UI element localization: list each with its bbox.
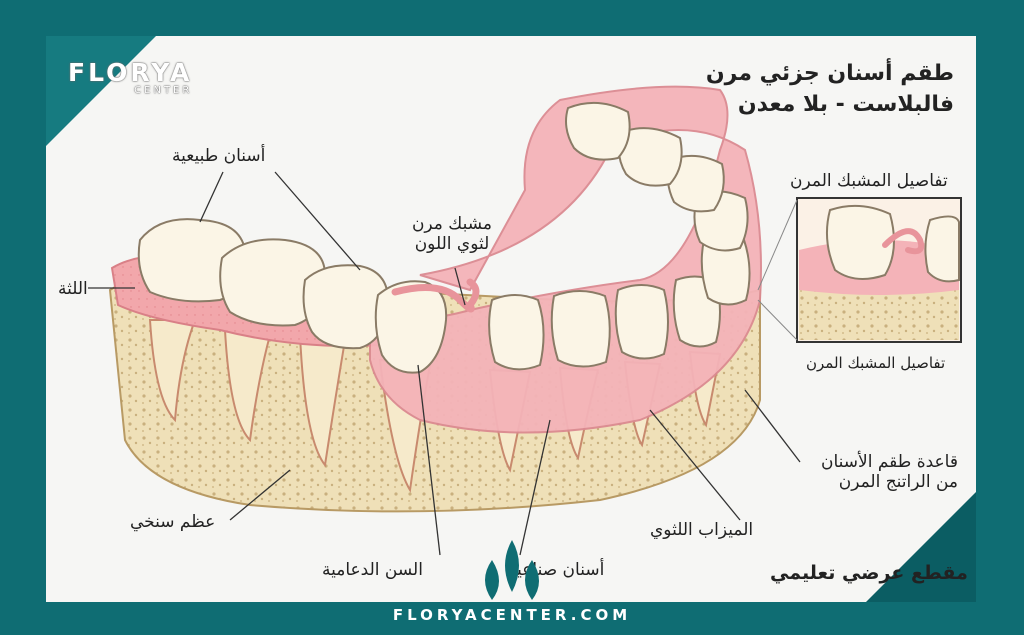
flexible-clasp [391, 278, 480, 313]
artificial-teeth [488, 101, 751, 371]
label-artificial-teeth: أسنان صناعية [508, 560, 605, 580]
label-denture-base-line-1: قاعدة طقم الأسنان [821, 452, 958, 472]
label-denture-base: قاعدة طقم الأسنان من الراتنج المرن [798, 452, 958, 492]
brand-logo: FLORYA CENTER [68, 58, 192, 96]
label-clasp-details-bottom: تفاصيل المشبك المرن [806, 354, 946, 372]
label-denture-base-line-2: من الراتنج المرن [838, 472, 958, 492]
label-abutment-tooth: السن الدعامية [322, 560, 423, 580]
inset-art [799, 204, 960, 340]
title-line-1: طقم أسنان جزئي مرن [705, 61, 954, 86]
label-clasp: مشبك مرن لثوي اللون [392, 214, 512, 254]
corner-decoration-top-left [46, 36, 156, 146]
footer-url: FLORYACENTER.COM [392, 606, 632, 624]
label-clasp-line-1: مشبك مرن [411, 214, 493, 234]
label-clasp-details-top: تفاصيل المشبك المرن [790, 171, 948, 191]
logo-text: FLORYA [68, 58, 193, 87]
label-gum: اللثة [58, 279, 88, 299]
natural-molars [137, 218, 448, 374]
leader-lines [88, 171, 801, 556]
label-gingival-groove: الميزاب اللثوي [650, 520, 754, 540]
label-natural-teeth: أسنان طبيعية [172, 146, 266, 166]
corner-decoration-bottom-right [866, 492, 976, 602]
label-spongy-bone: عظم سنخي [130, 512, 216, 532]
label-clasp-line-2: لثوي اللون [414, 234, 490, 254]
diagram-title: طقم أسنان جزئي مرن فالبلاست - بلا معدن [694, 58, 954, 120]
title-line-2: فالبلاست - بلا معدن [737, 92, 954, 117]
label-section-note: مقطع عرضي تعليمي [770, 562, 968, 584]
logo-subtext: CENTER [134, 85, 193, 96]
